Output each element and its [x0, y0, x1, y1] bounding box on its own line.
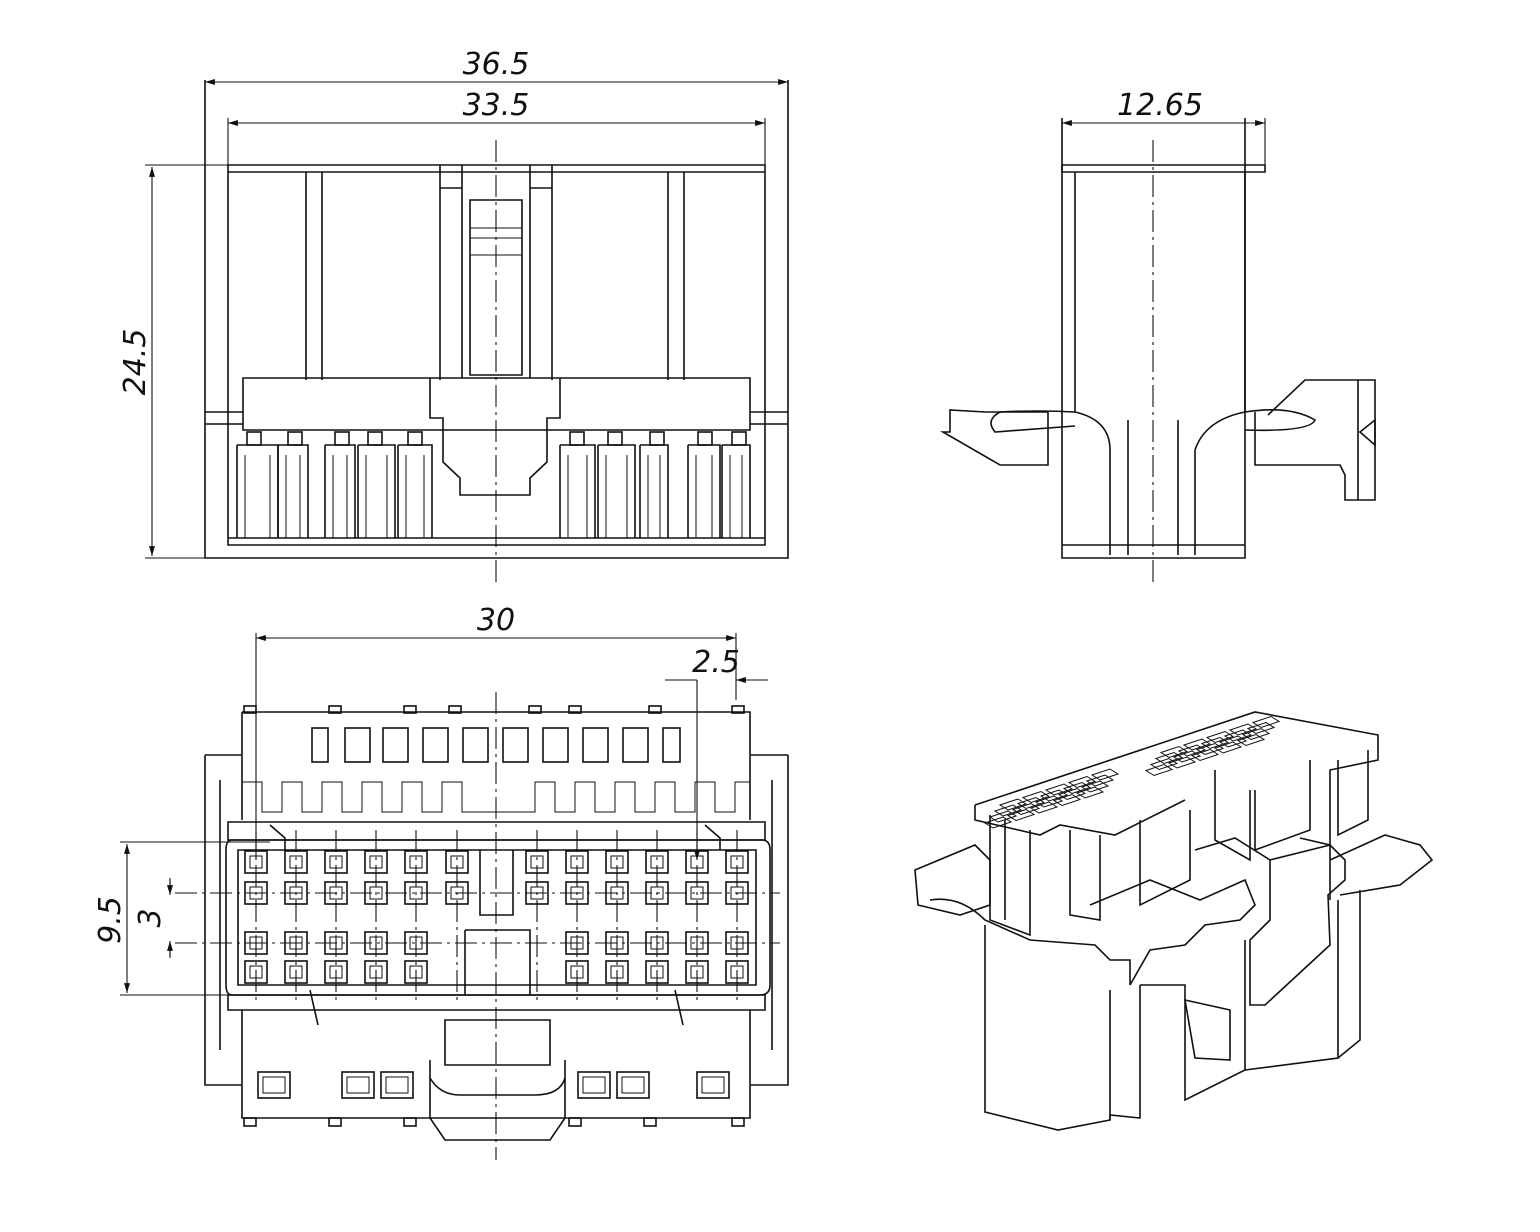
dim-pin-rows-span: 9.5 [93, 896, 128, 944]
dim-pin-pitch-y: 3 [133, 908, 168, 927]
top-slot [344, 727, 371, 763]
top-slot [662, 727, 681, 763]
top-slot [582, 727, 609, 763]
isometric-view [914, 711, 1434, 1131]
bottom-pocket [341, 1071, 375, 1099]
dim-side-width: 12.65 [1117, 88, 1203, 123]
bottom-pocket [616, 1071, 650, 1099]
bottom-pocket [380, 1071, 414, 1099]
front-contact-cell [687, 444, 721, 538]
front-contact-cell [236, 444, 279, 538]
bottom-pocket [577, 1071, 611, 1099]
front-contact-cell [639, 444, 669, 538]
dim-height: 24.5 [118, 329, 153, 396]
dim-bottom-span: 30 [477, 603, 515, 638]
bottom-view [175, 692, 789, 1160]
top-slot [622, 727, 649, 763]
front-contact-cell [324, 444, 356, 538]
dim-pin-pitch-x: 2.5 [692, 645, 740, 680]
side-view [940, 118, 1376, 585]
front-contact-cell [559, 444, 596, 538]
bottom-pocket [257, 1071, 291, 1099]
dim-overall-width: 36.5 [463, 47, 530, 82]
side-dimensions: 12.65 [1062, 88, 1266, 165]
top-slot [502, 727, 529, 763]
front-contact-cell [357, 444, 396, 538]
front-contact-cell [277, 444, 309, 538]
front-dimensions: 36.5 33.5 24.5 [118, 47, 788, 559]
top-slot [462, 727, 489, 763]
top-slot [382, 727, 409, 763]
dim-inner-width: 33.5 [463, 88, 530, 123]
front-view [204, 80, 789, 585]
front-contact-cell [397, 444, 433, 538]
front-contact-cell [597, 444, 636, 538]
top-slot [542, 727, 569, 763]
top-slot [422, 727, 449, 763]
bottom-dimensions: 30 2.5 9.5 3 [93, 603, 768, 996]
bottom-pocket [696, 1071, 730, 1099]
front-contact-cell [721, 444, 751, 538]
top-slot [311, 727, 329, 763]
